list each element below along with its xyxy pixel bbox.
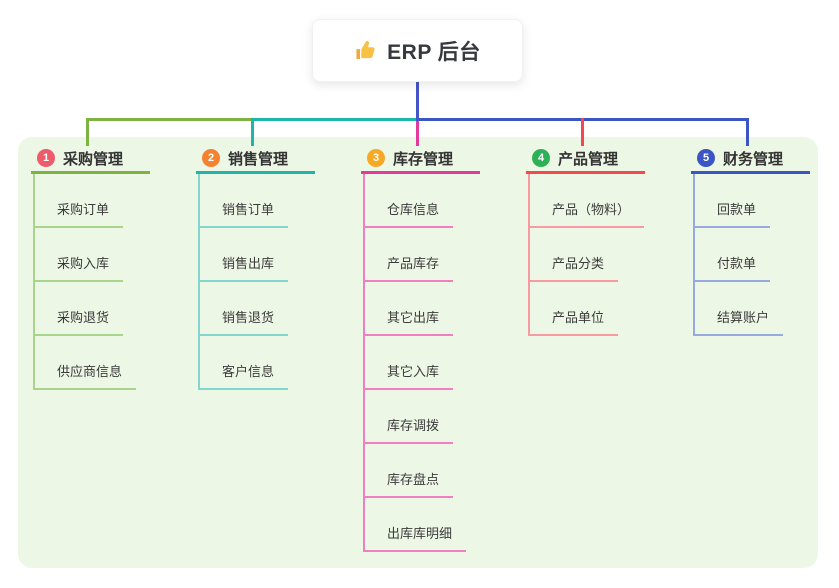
branch-node-2[interactable]: 2 销售管理 (196, 145, 315, 174)
child-node[interactable]: 结算账户 (695, 282, 784, 336)
connector-root-stem (416, 82, 419, 121)
child-node[interactable]: 产品分类 (530, 228, 619, 282)
branch-children: 销售订单销售出库销售退货客户信息 (198, 174, 356, 390)
branch-children: 仓库信息产品库存其它出库其它入库库存调拨库存盘点出库库明细 (363, 174, 521, 552)
branch-number-badge: 5 (697, 149, 715, 167)
branch-children: 产品（物料）产品分类产品单位 (528, 174, 686, 336)
branch-number-badge: 2 (202, 149, 220, 167)
branch-column-3: 3 库存管理仓库信息产品库存其它出库其它入库库存调拨库存盘点出库库明细 (361, 145, 521, 552)
branch-label: 财务管理 (723, 150, 784, 168)
thumbs-up-icon (354, 39, 377, 62)
branch-column-2: 2 销售管理销售订单销售出库销售退货客户信息 (196, 145, 356, 390)
branch-column-4: 4 产品管理产品（物料）产品分类产品单位 (526, 145, 686, 336)
child-node[interactable]: 库存盘点 (365, 444, 454, 498)
child-node[interactable]: 销售退货 (200, 282, 289, 336)
branch-children: 采购订单采购入库采购退货供应商信息 (33, 174, 191, 390)
connector-drop-3 (416, 121, 419, 146)
branch-column-5: 5 财务管理回款单付款单结算账户 (691, 145, 839, 336)
root-label: ERP 后台 (387, 40, 481, 64)
branch-node-1[interactable]: 1 采购管理 (31, 145, 150, 174)
child-node[interactable]: 产品单位 (530, 282, 619, 336)
branch-node-5[interactable]: 5 财务管理 (691, 145, 810, 174)
child-node[interactable]: 采购入库 (35, 228, 124, 282)
child-node[interactable]: 销售出库 (200, 228, 289, 282)
connector-drop-2 (251, 118, 254, 146)
child-node[interactable]: 供应商信息 (35, 336, 137, 390)
connector-drop-5 (746, 118, 749, 146)
branch-number-badge: 1 (37, 149, 55, 167)
child-node[interactable]: 采购退货 (35, 282, 124, 336)
branch-node-4[interactable]: 4 产品管理 (526, 145, 645, 174)
root-node[interactable]: ERP 后台 (312, 19, 523, 82)
child-node[interactable]: 产品（物料） (530, 174, 645, 228)
child-node[interactable]: 销售订单 (200, 174, 289, 228)
child-node[interactable]: 采购订单 (35, 174, 124, 228)
connector-drop-4 (581, 118, 584, 146)
branch-label: 销售管理 (228, 150, 289, 168)
child-node[interactable]: 客户信息 (200, 336, 289, 390)
child-node[interactable]: 出库库明细 (365, 498, 467, 552)
branch-label: 采购管理 (63, 150, 124, 168)
branch-number-badge: 3 (367, 149, 385, 167)
child-node[interactable]: 回款单 (695, 174, 771, 228)
branch-label: 库存管理 (393, 150, 454, 168)
child-node[interactable]: 其它出库 (365, 282, 454, 336)
child-node[interactable]: 付款单 (695, 228, 771, 282)
child-node[interactable]: 产品库存 (365, 228, 454, 282)
branch-number-badge: 4 (532, 149, 550, 167)
branch-children: 回款单付款单结算账户 (693, 174, 839, 336)
connector-drop-1 (86, 118, 89, 146)
connector-bus-mid-teal (251, 118, 419, 121)
branch-column-1: 1 采购管理采购订单采购入库采购退货供应商信息 (31, 145, 191, 390)
connector-bus-left-green (86, 118, 254, 121)
child-node[interactable]: 仓库信息 (365, 174, 454, 228)
child-node[interactable]: 库存调拨 (365, 390, 454, 444)
child-node[interactable]: 其它入库 (365, 336, 454, 390)
branch-label: 产品管理 (558, 150, 619, 168)
branch-node-3[interactable]: 3 库存管理 (361, 145, 480, 174)
